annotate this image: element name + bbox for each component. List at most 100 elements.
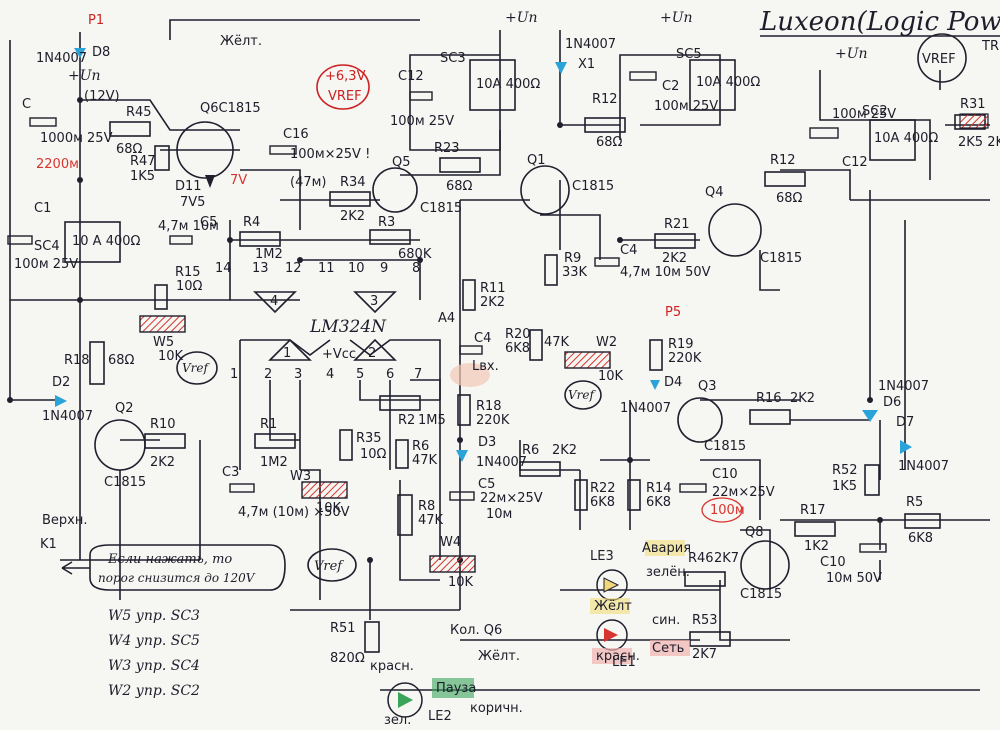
sc3-label: SC3 [440,51,466,66]
r3-value: 680K [398,247,432,262]
q8-type: C1815 [740,587,782,602]
c10-label: C10 [712,467,738,482]
yellow-led-label: Жёлт [594,599,632,614]
d4-type: 1N4007 [620,401,671,416]
r9-value: 33K [562,265,588,280]
title-suffix: TR [981,39,999,54]
d6-label: D6 [883,395,901,410]
r6b-value: 2K2 [552,443,577,458]
le1-tag: Сеть [652,641,684,656]
switch-ref: K1 [40,537,57,552]
d11-value: 7V5 [180,195,205,210]
r4-value: 1M2 [255,247,283,262]
sc4-box: 10 A 400Ω [72,234,141,249]
r31-value: 2K5 2K2 [958,135,1000,150]
c12-value: 100м 25V [390,114,454,129]
r21-value: 2K2 [662,251,687,266]
c16-alt: (47м) [290,175,327,190]
r2-value: 1M5 [418,413,446,428]
r10-label: R10 [150,417,176,432]
q5-type: C1815 [420,201,462,216]
sc4-label: SC4 [34,239,60,254]
c3-value: 4,7м (10м) ×50V [238,505,350,520]
c10b-value: 10м 50V [826,571,882,586]
d2-label: D2 [52,375,70,390]
x1-type: 1N4007 [565,37,616,52]
vref-top: VREF [328,89,362,104]
wire-brown: коричн. [470,701,523,716]
d11-label: D11 [175,179,202,194]
legend-line-1: W5 упр. SC3 [108,608,200,624]
sc5-label: SC5 [676,47,702,62]
pin-12: 12 [285,261,302,276]
d8-type: 1N4007 [36,51,87,66]
r53-value: 2K7 [692,647,717,662]
trimmers [139,113,989,573]
w2-value: 10K [598,369,624,384]
c1-value: 100м 25V [14,257,78,272]
d8-label: D8 [92,45,110,60]
vref-w5: Vref [182,361,211,375]
r47-label: R47 [130,154,156,169]
r35-label: R35 [356,431,382,446]
opamp-4-label: 4 [270,294,278,309]
wire-q6: Кол. Q6 [450,623,502,638]
r53-label: R53 [692,613,718,628]
labels: Luxeon(Logic Powe TR +Un +Un +Un +Un (12… [14,7,1000,728]
c-main-label: C [22,97,31,112]
c5b-label: C5 [478,477,495,492]
d3-label: D3 [478,435,496,450]
d6-type: 1N4007 [878,379,929,394]
r1-value: 1M2 [260,455,288,470]
c-main-value: 1000м 25V [40,131,113,146]
supply-label-2: +Un [660,10,693,26]
c4-label: C4 [620,243,637,258]
r47-value: 1K5 [130,169,155,184]
pin-3: 3 [294,367,302,382]
pin-8: 8 [412,261,420,276]
r12-label: R12 [592,92,618,107]
r16-value: 2K2 [790,391,815,406]
opamp-3-label: 3 [370,294,378,309]
c2-value: 100м 25V [654,99,718,114]
r20-label: R20 [505,327,531,342]
r18-label: R18 [64,353,90,368]
c5b-value: 22м×25V [480,491,543,506]
r18b-value: 220K [476,413,510,428]
q1-label: Q1 [527,153,546,168]
r19-label: R19 [668,337,694,352]
w4-label: W4 [440,535,461,550]
p1-label: P1 [88,13,104,28]
le3-wire: зелён. [646,565,690,580]
r2-label: R2 [398,413,415,428]
r18b-label: R18 [476,399,502,414]
r23-value: 68Ω [446,179,473,194]
r23-label: R23 [434,141,460,156]
r51-label: R51 [330,621,356,636]
w2-label: W2 [596,335,617,350]
r51-value: 820Ω [330,651,365,666]
opamps [253,291,397,361]
c16-label: C16 [283,127,309,142]
r14-value: 6K8 [646,495,671,510]
q6-label: Q6C1815 [200,101,261,116]
w4-value: 10K [448,575,474,590]
resistors [89,114,986,653]
r22-value: 6K8 [590,495,615,510]
pin-13: 13 [252,261,269,276]
pin-9: 9 [380,261,388,276]
q3-type: C1815 [704,439,746,454]
transistors [94,121,790,590]
r5-label: R5 [906,495,923,510]
pin-11: 11 [318,261,335,276]
r52-value: 1K5 [832,479,857,494]
d7-label: D7 [896,415,914,430]
r46-label: R46 [688,551,714,566]
r10-value: 2K2 [150,455,175,470]
v12-label: (12V) [84,89,120,104]
r12b-label: R12 [770,153,796,168]
q1-type: C1815 [572,179,614,194]
d7-type: 1N4007 [898,459,949,474]
q4-label: Q4 [705,185,724,200]
